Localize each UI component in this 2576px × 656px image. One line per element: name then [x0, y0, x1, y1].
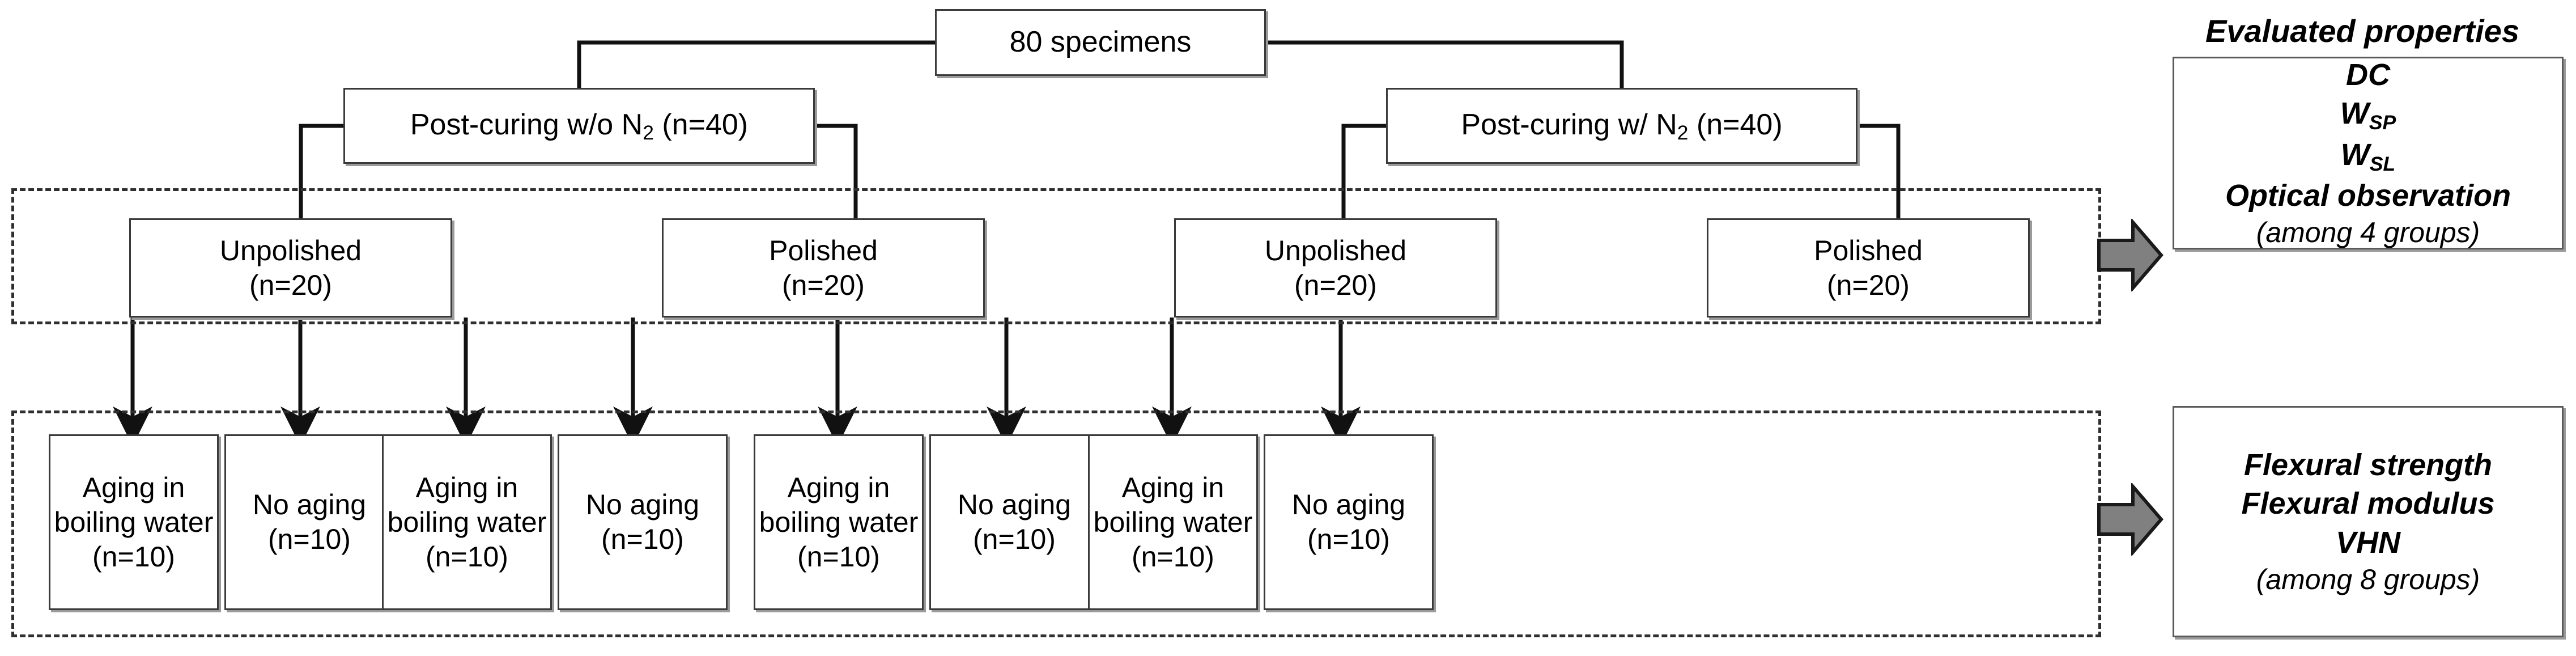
- property-wsp: WSP: [2340, 94, 2396, 136]
- aging0-line1: Aging in: [82, 471, 185, 503]
- wsp-base: W: [2340, 96, 2369, 130]
- property-optical-observation: Optical observation: [2225, 179, 2511, 213]
- node-surface-nonitrogen-unpolished[interactable]: Unpolished (n=20): [129, 218, 452, 318]
- surface1-line2: (n=20): [782, 269, 865, 301]
- wsl-sub: SL: [2369, 152, 2396, 175]
- aging7-line3: (n=10): [1307, 523, 1390, 555]
- node-root-specimens[interactable]: 80 specimens: [935, 9, 1266, 76]
- aging5-line1: No aging: [957, 489, 1072, 520]
- node-aging-1[interactable]: Aging in boiling water (n=10): [49, 434, 219, 610]
- surface0-line2: (n=20): [249, 269, 332, 301]
- cure0-prefix: Post-curing w/o N: [410, 108, 643, 141]
- node-aging-2[interactable]: No aging (n=10): [224, 434, 394, 610]
- property-vhn: VHN: [2335, 525, 2400, 560]
- surface2-line2: (n=20): [1294, 269, 1377, 301]
- aging2-line3: (n=10): [426, 540, 508, 573]
- node-postcuring-without-n2[interactable]: Post-curing w/o N2 (n=40): [343, 88, 815, 164]
- aging3-line1: No aging: [585, 489, 700, 520]
- wsl-base: W: [2340, 137, 2370, 172]
- aging2-line2: boiling water: [387, 506, 547, 538]
- surface3-line1: Polished: [1814, 234, 1923, 266]
- node-postcuring-with-n2[interactable]: Post-curing w/ N2 (n=40): [1386, 88, 1857, 164]
- property-bottom-note: (among 8 groups): [2256, 563, 2480, 595]
- aging2-line1: Aging in: [415, 471, 518, 503]
- surface0-line1: Unpolished: [219, 234, 362, 266]
- surface1-line1: Polished: [769, 234, 878, 266]
- node-surface-nitrogen-polished[interactable]: Polished (n=20): [1707, 218, 2030, 318]
- property-top-note: (among 4 groups): [2256, 217, 2480, 249]
- panel-evaluated-properties-top: DC WSP WSL Optical observation (among 4 …: [2173, 57, 2564, 249]
- aging7-line1: No aging: [1291, 489, 1406, 520]
- aging6-line1: Aging in: [1121, 471, 1225, 503]
- node-aging-3[interactable]: Aging in boiling water (n=10): [382, 434, 552, 610]
- aging4-line3: (n=10): [797, 540, 880, 573]
- node-postcuring-without-n2-label: Post-curing w/o N2 (n=40): [410, 107, 748, 145]
- node-aging-5[interactable]: Aging in boiling water (n=10): [754, 434, 924, 610]
- node-aging-8[interactable]: No aging (n=10): [1264, 434, 1434, 610]
- node-aging-4[interactable]: No aging (n=10): [558, 434, 728, 610]
- aging0-line3: (n=10): [92, 540, 175, 573]
- surface3-line2: (n=20): [1827, 269, 1910, 301]
- aging4-line1: Aging in: [787, 471, 890, 503]
- node-root-label: 80 specimens: [1009, 26, 1192, 59]
- property-dc: DC: [2346, 57, 2390, 92]
- cure1-prefix: Post-curing w/ N: [1461, 108, 1677, 141]
- aging3-line3: (n=10): [601, 523, 684, 555]
- aging5-line3: (n=10): [973, 523, 1056, 555]
- aging4-line2: boiling water: [759, 506, 919, 538]
- aging0-line2: boiling water: [54, 506, 214, 538]
- node-surface-nitrogen-unpolished[interactable]: Unpolished (n=20): [1174, 218, 1497, 318]
- node-surface-nonitrogen-polished[interactable]: Polished (n=20): [662, 218, 985, 318]
- wsp-sub: SP: [2369, 111, 2396, 134]
- property-wsl: WSL: [2341, 136, 2396, 177]
- cure0-sub: 2: [643, 121, 654, 144]
- surface2-line1: Unpolished: [1264, 234, 1407, 266]
- cure1-sub: 2: [1677, 121, 1689, 144]
- aging6-line2: boiling water: [1093, 506, 1253, 538]
- cure0-suffix: (n=40): [653, 108, 749, 141]
- node-aging-7[interactable]: Aging in boiling water (n=10): [1088, 434, 1258, 610]
- aging1-line3: (n=10): [268, 523, 351, 555]
- aging6-line3: (n=10): [1132, 540, 1214, 573]
- cure1-suffix: (n=40): [1688, 108, 1783, 141]
- node-postcuring-with-n2-label: Post-curing w/ N2 (n=40): [1461, 107, 1782, 145]
- node-aging-6[interactable]: No aging (n=10): [929, 434, 1099, 610]
- property-flexural-strength: Flexural strength: [2243, 448, 2493, 483]
- block-arrow-to-top-panel: [2097, 219, 2163, 291]
- panel-evaluated-properties-bottom: Flexural strength Flexural modulus VHN (…: [2173, 406, 2564, 637]
- property-flexural-modulus: Flexural modulus: [2241, 486, 2495, 521]
- aging1-line1: No aging: [252, 489, 367, 520]
- block-arrow-to-bottom-panel: [2097, 483, 2163, 556]
- evaluated-properties-heading: Evaluated properties: [2205, 13, 2519, 49]
